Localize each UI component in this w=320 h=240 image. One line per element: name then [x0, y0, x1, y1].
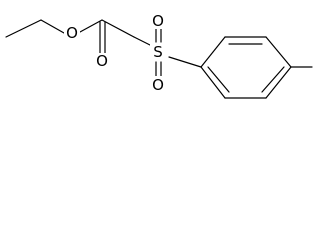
bond-ethyl-ch2-o	[40, 19, 65, 34]
atom-label-sulfonyl-oxygen-bottom: O	[152, 76, 164, 94]
ring-bond-1	[200, 36, 226, 68]
atom-label-sulfonyl-oxygen-top: O	[152, 12, 164, 30]
ring-inner-bond-left	[207, 66, 230, 93]
ring-bond-4	[265, 66, 292, 99]
bond-o-carbonyl-carbon	[79, 19, 103, 33]
bond-ethyl-ch3-ch2	[5, 19, 42, 38]
atom-label-carbonyl-oxygen: O	[96, 52, 108, 70]
ring-bond-3	[265, 36, 292, 68]
bond-sulfur-ring	[168, 56, 202, 68]
bond-carbonyl-ch2	[101, 19, 135, 38]
chemical-structure-diagram: O O S O O	[5, 12, 313, 99]
ring-inner-bond-right	[261, 66, 285, 93]
atom-label-sulfur: S	[153, 43, 163, 61]
atom-label-ester-oxygen: O	[66, 24, 78, 42]
ring-bond-6	[200, 66, 226, 99]
bond-ch2-sulfur	[133, 36, 151, 46]
